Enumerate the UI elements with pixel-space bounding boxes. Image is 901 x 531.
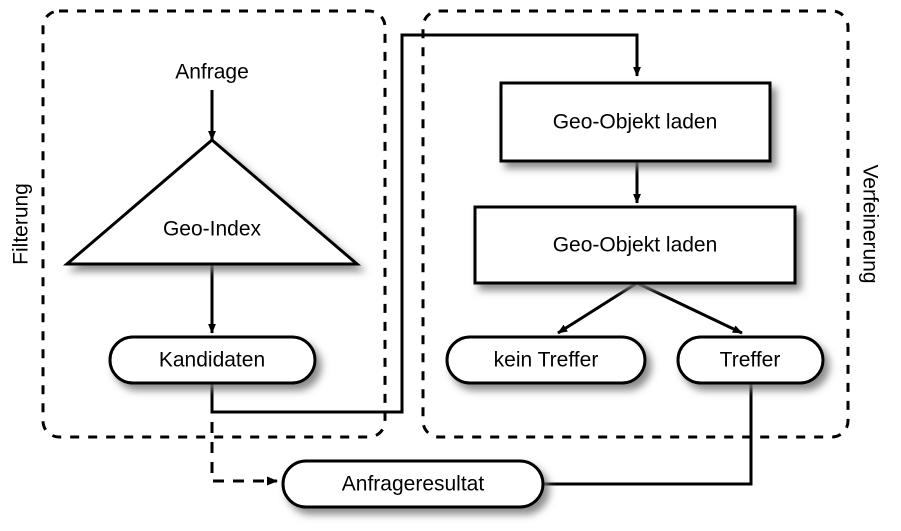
group-verfeinerung: Verfeinerung [421, 9, 881, 439]
node-anfrageresultat-shape [281, 459, 545, 509]
edge-treffer-to-anfrageresultat [542, 382, 753, 486]
node-geo-index[interactable]: Geo-Index [62, 138, 362, 266]
node-kandidaten[interactable]: Kandidaten [108, 335, 317, 385]
group-verfeinerung-border [421, 9, 850, 439]
node-kein-treffer-label: kein Treffer [494, 349, 599, 372]
node-geo-objekt-laden-2-label: Geo-Objekt laden [553, 234, 718, 257]
node-geo-objekt-laden-1[interactable]: Geo-Objekt laden [499, 81, 772, 163]
node-treffer[interactable]: Treffer [676, 335, 825, 385]
node-anfrageresultat-label: Anfrageresultat [342, 473, 485, 496]
node-geo-index-label: Geo-Index [163, 218, 262, 241]
node-geo-objekt-laden-2[interactable]: Geo-Objekt laden [473, 205, 797, 285]
node-geo-objekt-laden-2-shape [473, 205, 797, 285]
group-filterung-label: Filterung [10, 183, 33, 265]
group-filterung-border [41, 9, 387, 439]
edge-kandidaten-to-anfrageresultat [210, 382, 278, 486]
node-treffer-shape [676, 335, 825, 385]
node-anfrageresultat[interactable]: Anfrageresultat [281, 459, 545, 509]
edge-geo-objekt-laden-2-to-kein-treffer [557, 281, 638, 335]
node-treffer-label: Treffer [720, 349, 781, 372]
node-kein-treffer-shape [445, 335, 647, 385]
group-filterung: Filterung [10, 9, 387, 439]
node-kandidaten-label: Kandidaten [159, 349, 265, 372]
group-verfeinerung-label: Verfeinerung [858, 164, 881, 283]
edge-geo-objekt-laden-2-to-treffer [636, 281, 743, 335]
node-geo-objekt-laden-1-shape [499, 81, 772, 163]
node-anfrage-label: Anfrage [175, 61, 249, 84]
node-kandidaten-shape [108, 335, 317, 385]
node-geo-objekt-laden-1-label: Geo-Objekt laden [553, 111, 718, 134]
node-geo-index-shape [62, 138, 362, 266]
node-kein-treffer[interactable]: kein Treffer [445, 335, 647, 385]
